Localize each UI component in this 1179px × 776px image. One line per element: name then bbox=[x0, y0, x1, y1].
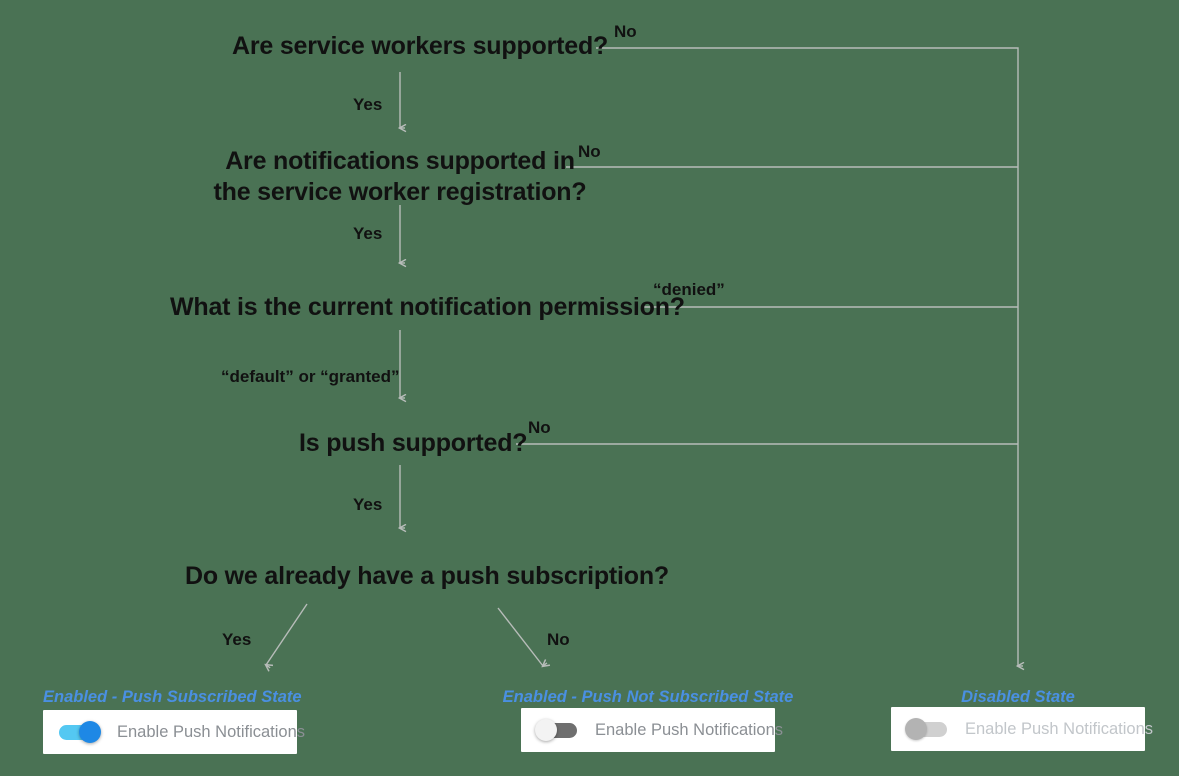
toggle-card-push-subscribed[interactable]: Enable Push Notifications bbox=[43, 710, 305, 754]
question-push-supported: Is push supported? bbox=[299, 429, 528, 457]
state-label-push-not-subscribed: Enabled - Push Not Subscribed State bbox=[502, 688, 794, 706]
toggle-knob bbox=[535, 719, 557, 741]
state-label-push-subscribed: Enabled - Push Subscribed State bbox=[43, 688, 302, 706]
toggle-knob bbox=[79, 721, 101, 743]
edge-label-q5-no: No bbox=[547, 630, 570, 649]
edge-label-q2-no: No bbox=[578, 142, 601, 161]
state-label-disabled: Disabled State bbox=[961, 688, 1075, 706]
question-notification-permission: What is the current notification permiss… bbox=[170, 293, 685, 321]
toggle-label-push-subscribed: Enable Push Notifications bbox=[117, 722, 306, 741]
toggle-knob bbox=[905, 718, 927, 740]
toggle-label-disabled: Enable Push Notifications bbox=[965, 719, 1154, 738]
toggle-switch-push-not-subscribed[interactable] bbox=[535, 719, 581, 741]
edge-label-q3-denied: “denied” bbox=[653, 280, 725, 299]
toggle-switch-disabled bbox=[905, 718, 951, 740]
toggle-switch-push-subscribed[interactable] bbox=[57, 721, 103, 743]
question-notifications-line2: the service worker registration? bbox=[213, 177, 587, 206]
edge-label-q4-yes: Yes bbox=[353, 495, 383, 514]
toggle-card-push-not-subscribed[interactable]: Enable Push Notifications bbox=[521, 708, 783, 752]
question-notifications-supported: Are notifications supported in the servi… bbox=[190, 146, 610, 207]
edge-label-q5-yes: Yes bbox=[222, 630, 252, 649]
question-existing-subscription: Do we already have a push subscription? bbox=[185, 562, 669, 590]
edge-q5-no bbox=[497, 607, 543, 666]
edge-label-q1-no: No bbox=[614, 22, 637, 41]
question-service-workers-supported: Are service workers supported? bbox=[232, 32, 609, 60]
edge-label-q2-yes: Yes bbox=[353, 224, 383, 243]
edge-label-q4-no: No bbox=[528, 418, 551, 437]
edge-label-q3-default-granted: “default” or “granted” bbox=[221, 367, 400, 386]
toggle-card-disabled: Enable Push Notifications bbox=[891, 707, 1153, 751]
question-notifications-line1: Are notifications supported in bbox=[225, 147, 575, 175]
edge-q5-yes bbox=[266, 603, 308, 665]
toggle-label-push-not-subscribed: Enable Push Notifications bbox=[595, 720, 784, 739]
edge-label-q1-yes: Yes bbox=[353, 95, 383, 114]
